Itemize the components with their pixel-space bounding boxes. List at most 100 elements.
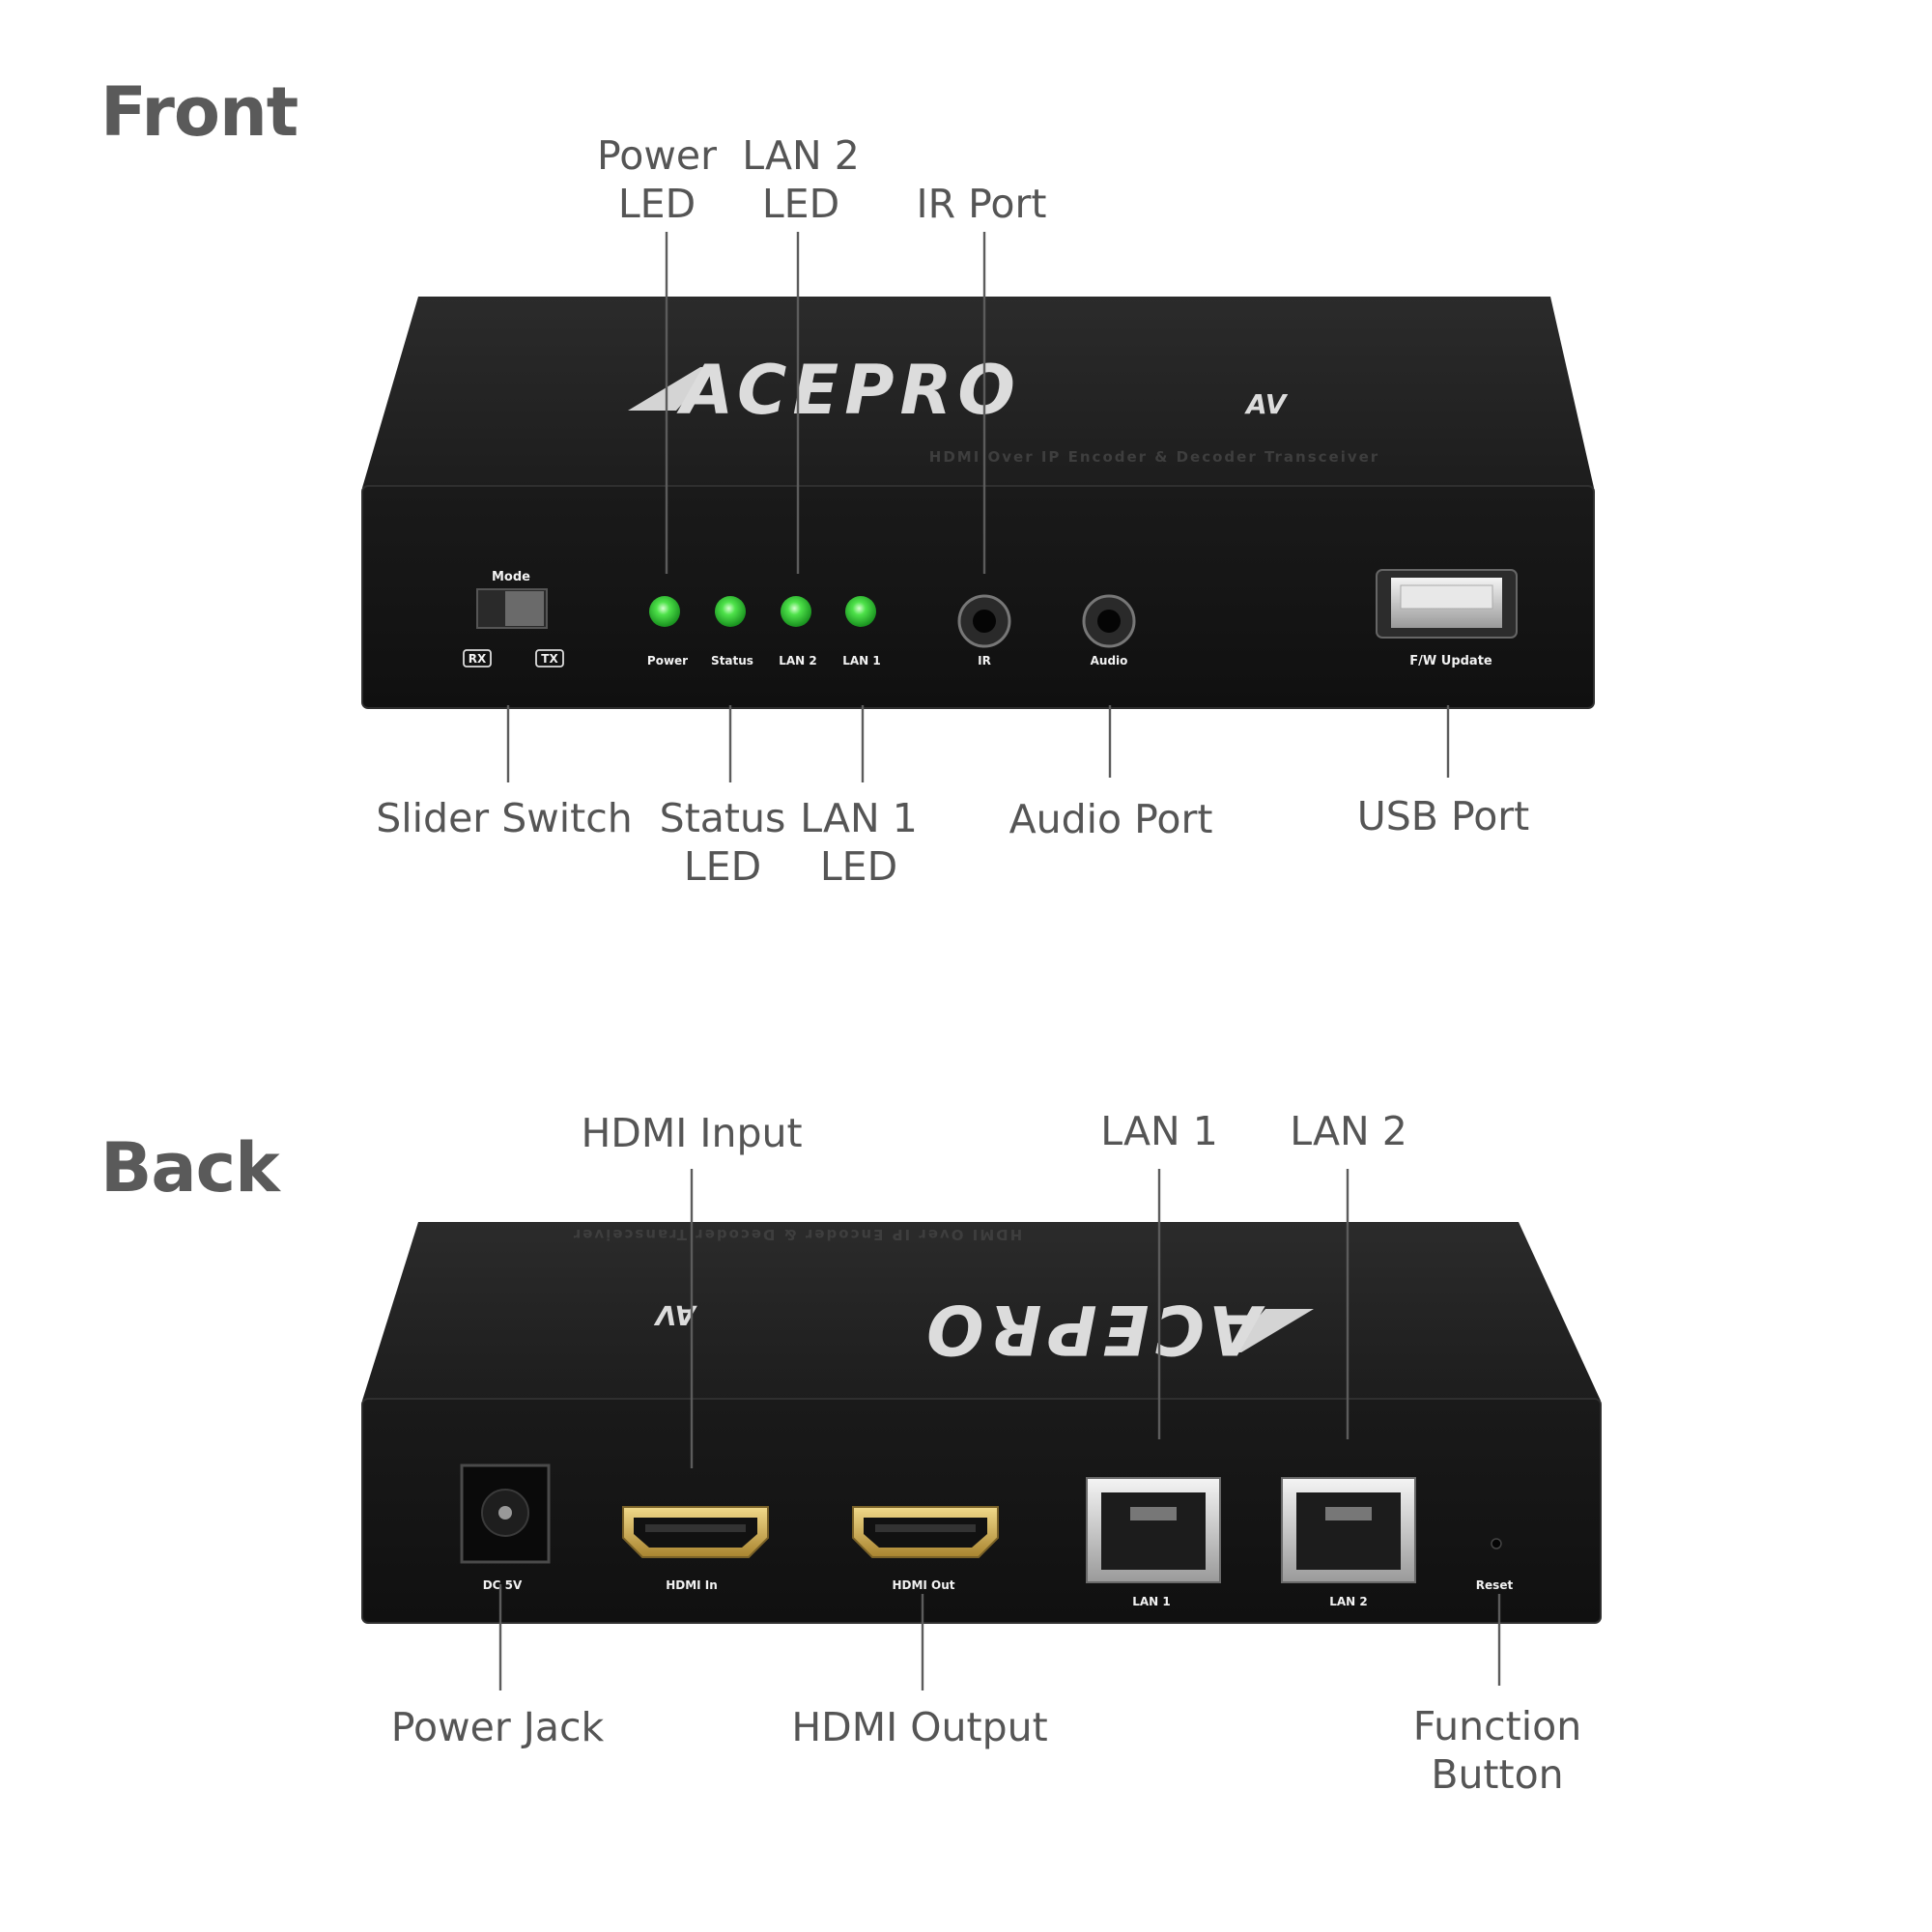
back-logo-text: ACEPRO (921, 1290, 1265, 1369)
lan1-contacts (1130, 1507, 1177, 1520)
hdmi-out-tongue (875, 1524, 976, 1532)
ir-jack-hole (973, 610, 996, 633)
callout-power-led: Power LED (597, 131, 717, 228)
ir-port[interactable]: IR (957, 594, 1011, 668)
hdmi-in-label: HDMI In (666, 1578, 718, 1592)
callout-lan1: LAN 1 (1100, 1107, 1218, 1155)
back-section-title: Back (100, 1128, 280, 1208)
callout-usb-port-line1: USB Port (1356, 793, 1530, 839)
callout-audio-port-line1: Audio Port (1009, 796, 1213, 842)
lan2-led (781, 596, 811, 627)
dc-jack-body (460, 1463, 551, 1564)
lan1-port[interactable]: LAN 1 (1086, 1477, 1221, 1608)
led-group: Power Status LAN 2 LAN 1 (647, 596, 881, 668)
callout-slider-switch-line1: Slider Switch (376, 795, 633, 841)
callout-audio-port: Audio Port (1009, 795, 1213, 843)
audio-label: Audio (1091, 654, 1128, 668)
dc-power-jack[interactable]: DC 5V (460, 1463, 551, 1592)
usb-port[interactable]: F/W Update (1376, 569, 1518, 668)
callout-status-led-line1: Status (659, 795, 786, 841)
callout-lan2: LAN 2 (1290, 1107, 1407, 1155)
rx-label: RX (469, 652, 487, 666)
callout-usb-port: USB Port (1357, 792, 1529, 840)
tx-box (535, 649, 564, 668)
mode-label: Mode (492, 570, 530, 584)
status-led-label: Status (711, 654, 753, 668)
lan2-contacts (1325, 1507, 1372, 1520)
callout-lan2-led-line1: LAN 2 (742, 132, 860, 179)
callout-lan1-led-line1: LAN 1 (800, 795, 918, 841)
callout-lan1-line1: LAN 1 (1100, 1108, 1218, 1154)
back-device: ACEPRO AV HDMI Over IP Encoder & Decoder… (361, 1222, 1602, 1624)
callout-status-led: Status LED (660, 794, 786, 891)
rx-box (463, 649, 492, 668)
reset-hole[interactable] (1491, 1538, 1502, 1549)
hdmi-out-port[interactable]: HDMI Out (852, 1506, 999, 1592)
back-device-top (362, 1222, 1601, 1401)
hdmi-in-tongue (645, 1524, 746, 1532)
front-section-title: Front (100, 72, 298, 152)
callout-lan2-led: LAN 2 LED (742, 131, 860, 228)
lan1-led (845, 596, 876, 627)
hdmi-out-label: HDMI Out (892, 1578, 954, 1592)
callout-hdmi-output: HDMI Output (791, 1703, 1047, 1751)
back-leader-lines (498, 1169, 1501, 1690)
front-leader-lines (506, 232, 1450, 782)
callout-ir-port: IR Port (917, 180, 1047, 228)
callout-lan1-led: LAN 1 LED (800, 794, 918, 891)
callout-power-led-line1: Power (597, 132, 717, 179)
callout-hdmi-input-line1: HDMI Input (581, 1110, 803, 1156)
usb-tongue (1400, 584, 1493, 610)
lan2-led-label: LAN 2 (779, 654, 817, 668)
callout-power-led-line2: LED (617, 181, 696, 227)
callout-hdmi-output-line1: HDMI Output (791, 1704, 1048, 1750)
power-led (649, 596, 680, 627)
callout-power-jack: Power Jack (391, 1703, 605, 1751)
front-device: ACEPRO AV HDMI Over IP Encoder & Decoder… (361, 297, 1595, 709)
back-logo-mark (1227, 1309, 1314, 1352)
usb-label: F/W Update (1409, 654, 1492, 668)
lan1-label: LAN 1 (1132, 1595, 1171, 1608)
callout-function-button-line1: Function (1412, 1703, 1582, 1749)
hdmi-in-port[interactable]: HDMI In (622, 1506, 769, 1592)
callout-hdmi-input: HDMI Input (581, 1109, 802, 1157)
callout-power-jack-line1: Power Jack (390, 1704, 605, 1750)
logo-text: ACEPRO (676, 351, 1021, 430)
lan1-led-label: LAN 1 (842, 654, 881, 668)
front-logo: ACEPRO AV (628, 351, 1289, 430)
front-device-top (362, 297, 1594, 488)
callout-lan1-led-line2: LED (819, 843, 898, 890)
hdmi-in-opening (634, 1518, 757, 1548)
back-logo: ACEPRO AV (653, 1290, 1314, 1369)
lan2-label: LAN 2 (1329, 1595, 1368, 1608)
status-led (715, 596, 746, 627)
callout-function-button-line2: Button (1431, 1751, 1564, 1798)
callout-lan2-line1: LAN 2 (1290, 1108, 1407, 1154)
callout-status-led-line2: LED (683, 843, 762, 890)
front-subtitle: HDMI Over IP Encoder & Decoder Transceiv… (929, 448, 1379, 466)
lan2-opening (1296, 1492, 1401, 1570)
logo-mark (628, 367, 715, 411)
dc-jack-pin (498, 1506, 512, 1520)
hdmi-out-opening (864, 1518, 987, 1548)
callout-lan2-led-line2: LED (761, 181, 840, 227)
callout-slider-switch: Slider Switch (376, 794, 633, 842)
dc-label: DC 5V (483, 1578, 523, 1592)
slider-switch[interactable]: Mode RX TX (463, 570, 564, 668)
reset-button[interactable]: Reset (1476, 1538, 1514, 1592)
reset-label: Reset (1476, 1578, 1514, 1592)
audio-port[interactable]: Audio (1082, 594, 1136, 668)
slider-knob[interactable] (505, 591, 544, 626)
lan2-port[interactable]: LAN 2 (1281, 1477, 1416, 1608)
back-logo-suffix: AV (653, 1299, 697, 1331)
power-led-label: Power (647, 654, 688, 668)
audio-jack-hole (1097, 610, 1121, 633)
callout-ir-port-line1: IR Port (916, 181, 1047, 227)
logo-suffix: AV (1244, 388, 1289, 420)
ir-label: IR (978, 654, 991, 668)
tx-label: TX (541, 652, 558, 666)
back-subtitle: HDMI Over IP Encoder & Decoder Transceiv… (572, 1226, 1022, 1243)
callout-function-button: Function Button (1413, 1702, 1581, 1799)
lan1-opening (1101, 1492, 1206, 1570)
